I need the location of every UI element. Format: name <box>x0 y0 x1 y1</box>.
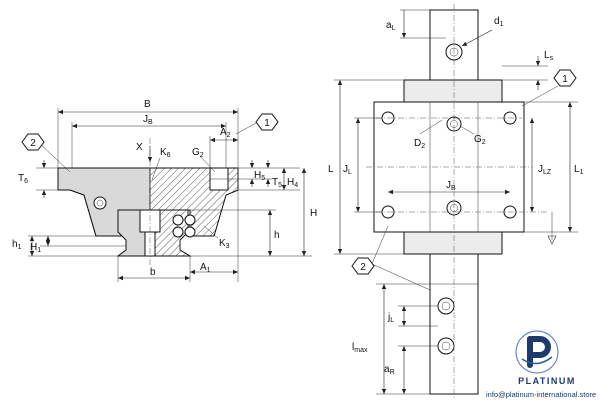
label-b: b <box>150 267 156 278</box>
label-A2: A2 <box>220 127 231 139</box>
label-K3: K3 <box>219 238 230 250</box>
label-H4: H4 <box>287 177 298 189</box>
end-seal-bottom <box>403 231 503 255</box>
rolling-element <box>172 214 184 226</box>
label-T5: T5 <box>272 177 282 189</box>
callout-2-top: 2 <box>360 262 366 273</box>
label-X: X <box>136 142 143 153</box>
label-aR: aR <box>384 364 395 376</box>
callout-1-right: 1 <box>264 118 270 129</box>
label-G2-top: G2 <box>474 134 486 146</box>
brand-url[interactable]: info@platinum-international.store <box>486 390 597 399</box>
label-aL: aL <box>386 20 396 32</box>
label-L: L <box>328 164 334 175</box>
label-Ls: Ls <box>544 50 554 62</box>
rail-hole <box>437 337 455 355</box>
callout-marker-top-right <box>553 69 577 87</box>
platinum-logo-icon <box>515 330 559 374</box>
label-lmax: lmax <box>352 342 368 354</box>
label-H5: H5 <box>254 170 265 182</box>
end-seal-top <box>403 79 503 103</box>
label-h1: h1 <box>12 239 22 251</box>
rolling-element <box>184 214 196 226</box>
label-B: B <box>144 99 151 110</box>
label-d1: d1 <box>494 16 504 28</box>
label-jL: jL <box>387 312 394 324</box>
label-JLZ: JLZ <box>538 164 552 176</box>
label-D2: D2 <box>414 138 425 150</box>
label-K6: K6 <box>160 147 171 159</box>
callout-marker-left <box>21 133 45 151</box>
front-view: 2 1 B JB A2 X K6 G2 T6 H5 T5 H4 H h K3 h… <box>12 99 317 282</box>
label-JL: JL <box>343 164 352 176</box>
label-h: h <box>274 230 280 241</box>
rolling-element <box>172 226 184 238</box>
rail-hole <box>437 297 455 315</box>
rolling-element <box>184 226 196 238</box>
callout-2-left: 2 <box>30 138 36 149</box>
label-T6: T6 <box>18 173 28 185</box>
label-JB-top: JB <box>446 180 456 192</box>
brand-name: PLATINUM <box>518 376 576 386</box>
label-A1: A1 <box>200 262 211 274</box>
lube-nipple <box>93 196 107 210</box>
callout-1-top: 1 <box>562 74 568 85</box>
label-H: H <box>310 208 317 219</box>
label-L1: L1 <box>574 164 584 176</box>
callout-marker-top-left <box>351 257 375 275</box>
label-JB: JB <box>143 114 153 126</box>
callout-marker-right <box>255 113 279 131</box>
top-view: 1 2 aL d1 Ls L JL D2 G2 JLZ L1 JB jL lma… <box>328 4 584 398</box>
label-G2-front: G2 <box>192 147 204 159</box>
label-H1: H1 <box>30 242 41 254</box>
